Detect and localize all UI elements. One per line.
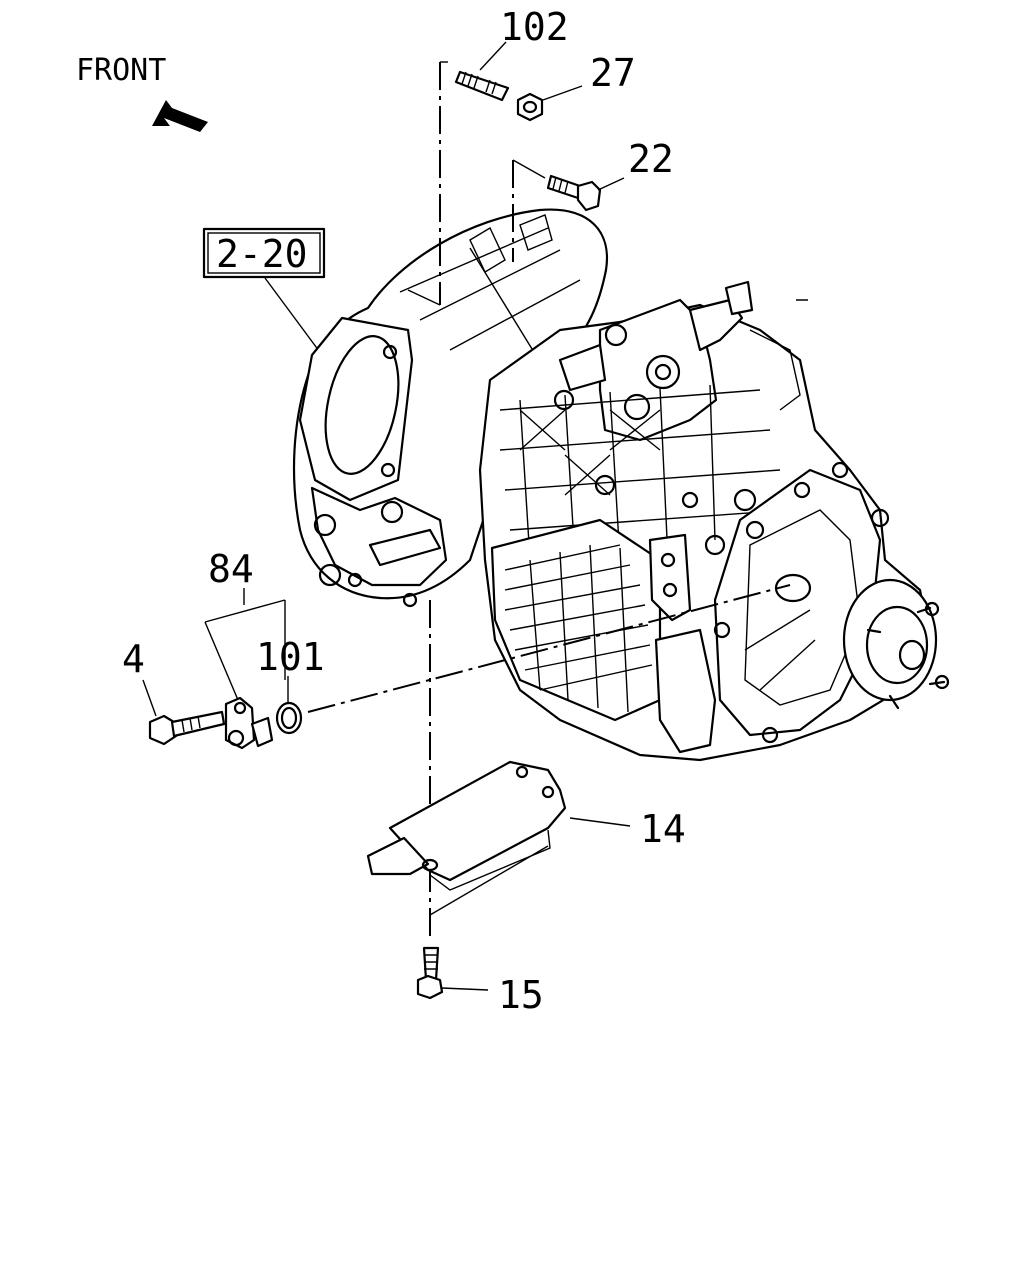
callout-22: 22 — [628, 137, 674, 181]
bolt-15 — [416, 946, 444, 1000]
drain-plug-bracket-84 — [224, 696, 274, 750]
callout-27: 27 — [590, 51, 636, 95]
callout-84: 84 — [208, 547, 254, 591]
front-arrow-icon — [152, 100, 208, 132]
callout-101: 101 — [256, 635, 325, 679]
leader-14 — [569, 817, 631, 827]
callout-14: 14 — [640, 807, 686, 851]
leader-27 — [542, 85, 583, 101]
callout-4: 4 — [122, 637, 145, 681]
ref-box-label: 2-20 — [216, 232, 308, 276]
leader-15 — [441, 987, 489, 991]
transmission-assembly — [292, 208, 950, 762]
callout-102: 102 — [500, 5, 569, 49]
front-label: FRONT — [76, 53, 166, 88]
stud-bolt-102 — [454, 70, 510, 102]
callout-15: 15 — [498, 973, 544, 1017]
cover-plate-14 — [366, 760, 567, 891]
nut-27 — [516, 92, 544, 122]
bolt-4 — [148, 710, 226, 746]
ref-box-2-20: 2-20 — [202, 227, 326, 279]
leader-84 — [204, 588, 286, 701]
o-ring-101 — [275, 701, 303, 735]
leader-4 — [142, 679, 157, 717]
leader-102 — [479, 41, 507, 71]
ref-leader-line — [264, 277, 323, 356]
leader-22 — [597, 177, 625, 191]
bolt-22 — [546, 174, 602, 212]
case-rib-grid — [499, 384, 791, 561]
